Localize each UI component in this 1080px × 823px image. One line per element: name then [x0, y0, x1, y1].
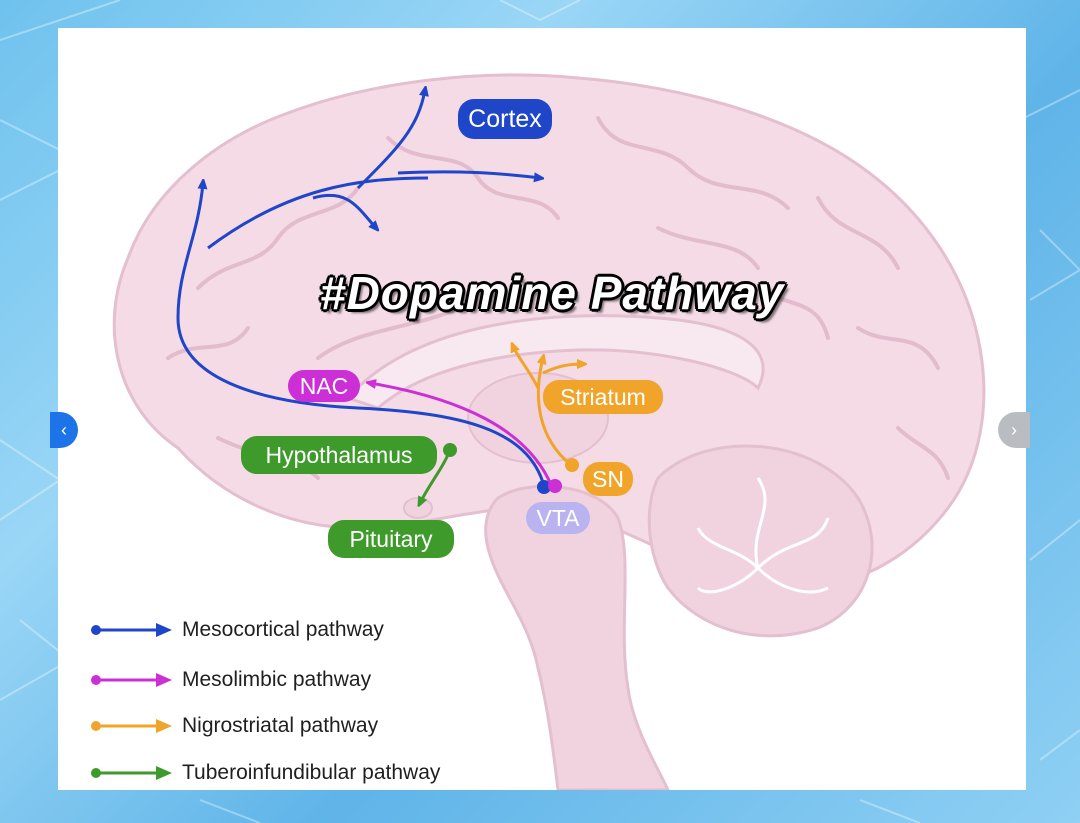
- legend-item-mesocortical: Mesocortical pathway: [88, 615, 384, 645]
- vta-blue-dot: [537, 480, 551, 494]
- next-button[interactable]: ›: [998, 412, 1030, 448]
- hypothalamus-label: Hypothalamus: [241, 436, 437, 474]
- chevron-left-icon: ‹: [61, 419, 67, 440]
- mesocortical-branch-3: [356, 90, 425, 190]
- mesolimbic-legend-arrow: [91, 673, 172, 687]
- legend-item-mesolimbic: Mesolimbic pathway: [88, 665, 371, 695]
- diagram-card: Cortex NAC Striatum Hypothalamus SN VTA …: [58, 28, 1026, 790]
- mesocortical-branch-2: [312, 193, 376, 228]
- pituitary-label: Pituitary: [328, 520, 454, 558]
- diagram-title: #Dopamine Pathway: [320, 267, 785, 319]
- mesocortical-legend-arrow: [91, 623, 172, 637]
- brainstem: [484, 484, 670, 790]
- striatum-label: Striatum: [543, 380, 663, 414]
- vta-label: VTA: [526, 502, 590, 534]
- previous-button[interactable]: ‹: [50, 412, 78, 448]
- chevron-right-icon: ›: [1011, 419, 1017, 440]
- legend-label: Mesolimbic pathway: [182, 668, 372, 691]
- tuberoinfundibular-legend-arrow: [91, 766, 172, 780]
- mesolimbic-pathway: [370, 383, 554, 488]
- mesocortical-branch-4: [397, 170, 540, 178]
- cerebellum-arbor: [696, 477, 830, 594]
- sn-label: SN: [583, 462, 633, 496]
- vta-pink-dot: [548, 479, 562, 493]
- mesocortical-pathway: [176, 183, 546, 487]
- nigrostriatal-branch-1: [513, 346, 540, 389]
- legend-label: Mesocortical pathway: [182, 618, 384, 641]
- hypothalamus-dot: [443, 443, 457, 457]
- legend-item-tuberoinfundibular: Tuberoinfundibular pathway: [88, 758, 440, 788]
- nigrostriatal-pathway: [538, 358, 572, 467]
- corpus-callosum: [345, 314, 765, 410]
- nigrostriatal-legend-arrow: [91, 719, 172, 733]
- legend-item-nigrostriatal: Nigrostriatal pathway: [88, 711, 378, 741]
- mesocortical-branch-1: [207, 176, 429, 250]
- cortex-label: Cortex: [458, 99, 552, 139]
- cerebellum: [647, 444, 874, 638]
- sn-dot: [565, 458, 579, 472]
- pituitary-gland: [403, 497, 433, 519]
- nac-label: NAC: [288, 370, 360, 402]
- nigrostriatal-branch-2: [542, 364, 583, 375]
- legend-label: Tuberoinfundibular pathway: [182, 761, 441, 784]
- legend-label: Nigrostriatal pathway: [182, 714, 379, 737]
